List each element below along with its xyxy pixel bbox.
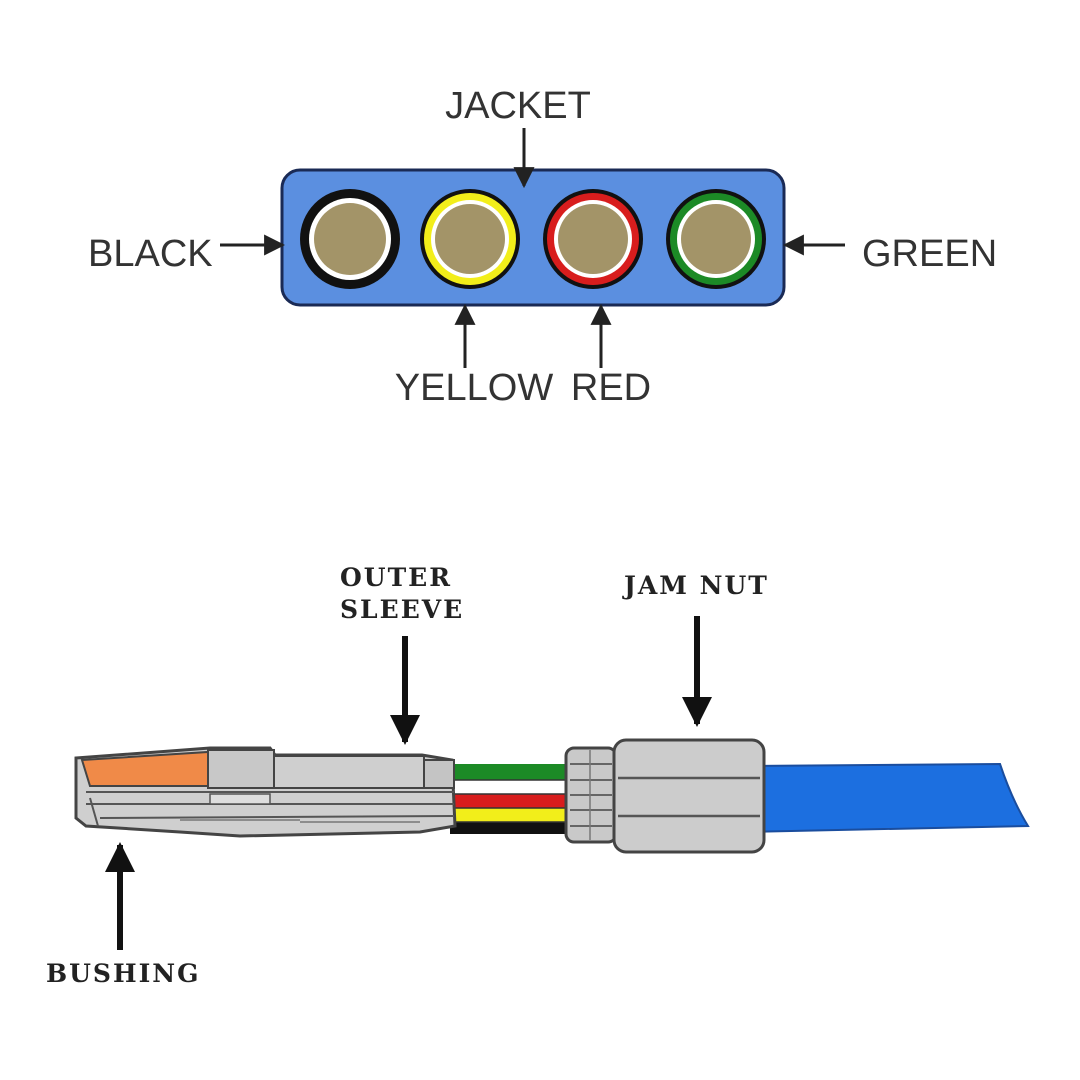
outer-sleeve-label-line2: SLEEVE — [340, 595, 464, 624]
green-label: GREEN — [862, 233, 997, 275]
cable-cross-section: JACKET BLACK GREEN YELLOW RED — [88, 85, 997, 409]
black-label: BLACK — [88, 233, 213, 275]
red-wire — [543, 189, 643, 289]
jacket-label: JACKET — [445, 85, 591, 127]
bushing-label: BUSHING — [46, 959, 201, 988]
blue-cable — [744, 762, 1030, 834]
black-wire — [300, 189, 400, 289]
jam-nut — [612, 738, 766, 854]
yellow-label: YELLOW — [395, 367, 554, 409]
outer-sleeve-label-line1: OUTER — [340, 563, 452, 592]
connector-body — [74, 746, 457, 838]
ribbed-collar — [564, 746, 618, 844]
red-label: RED — [571, 367, 651, 409]
yellow-wire — [420, 189, 520, 289]
outer-sleeve — [273, 755, 425, 789]
green-wire — [666, 189, 766, 289]
connector-assembly: OUTER SLEEVE JAM NUT BUSHING — [46, 563, 1030, 988]
exposed-wires — [450, 764, 570, 834]
jam-nut-label: JAM NUT — [622, 571, 769, 600]
